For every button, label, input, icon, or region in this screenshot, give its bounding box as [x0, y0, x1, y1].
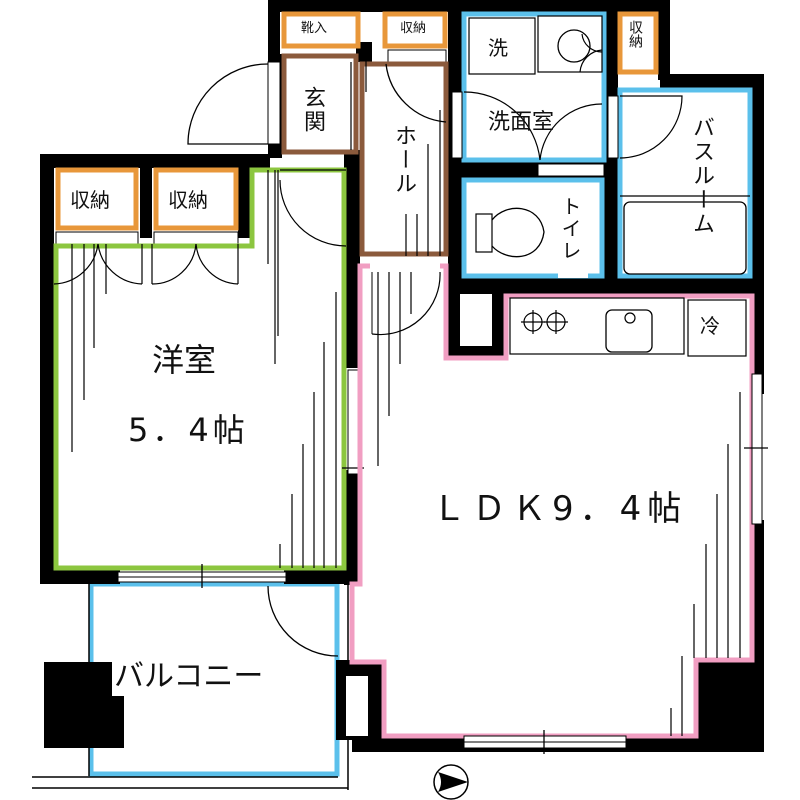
north-arrow-icon	[433, 764, 469, 800]
water-area	[451, 11, 753, 279]
closet-1-label: 収納	[70, 188, 110, 212]
ldk-label: ＬＤＫ9．4帖	[432, 489, 688, 529]
storage-units	[55, 11, 659, 231]
ldk-area	[346, 262, 768, 754]
entry-door-swing	[187, 63, 269, 145]
washbasin-icon	[557, 29, 591, 63]
hall-label: ホール	[391, 124, 416, 196]
stove-icon	[521, 310, 568, 334]
toilet-bowl-icon	[491, 207, 545, 258]
kitchen-counter	[509, 297, 685, 355]
washer-label: 洗	[488, 36, 508, 60]
washer-space	[468, 17, 536, 75]
toilet-tank-icon	[475, 213, 493, 253]
entrance-area	[187, 53, 449, 257]
fridge-space	[687, 299, 747, 357]
balcony-label: バルコニー	[112, 659, 266, 694]
bathtub-icon	[623, 201, 747, 275]
storage-right-label: 収納	[627, 20, 643, 48]
western-room-label: 洋室	[152, 341, 217, 379]
storage-top-label: 収納	[400, 21, 427, 36]
washroom-label: 洗面室	[488, 110, 555, 135]
entrance-label: 玄関	[300, 86, 325, 134]
sink-icon	[605, 309, 653, 353]
fridge-label: 冷	[700, 314, 720, 338]
toilet-label: トイレ	[558, 196, 582, 262]
balcony-area	[32, 580, 349, 790]
shoe-storage-label: 靴入	[301, 21, 328, 36]
balcony-door-swing	[267, 585, 339, 657]
closet-2-label: 収納	[168, 188, 208, 212]
bathroom-label: バスルーム	[689, 116, 714, 236]
outdoor-unit	[44, 662, 124, 748]
western-room-size: 5．4帖	[128, 411, 249, 449]
